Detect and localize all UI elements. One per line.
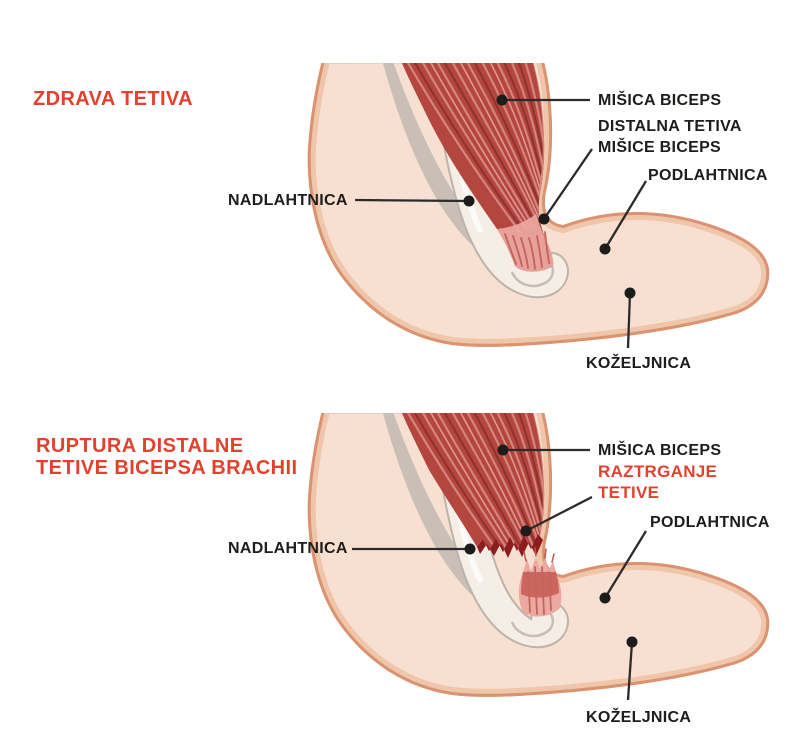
leader-forearm-ruptured <box>604 530 647 599</box>
label-distal-tendon: DISTALNA TETIVA MIŠICE BICEPS <box>598 116 742 158</box>
label-upper-arm-bone-healthy: NADLAHTNICA <box>228 192 348 209</box>
dot-rupture <box>520 525 532 537</box>
label-biceps-muscle-healthy: MIŠICA BICEPS <box>598 92 722 109</box>
label-tendon-rupture: RAZTRGANJE TETIVE <box>598 461 717 503</box>
dot-humerus-healthy <box>463 195 475 207</box>
leader-lines <box>352 98 647 701</box>
leader-radius-ruptured <box>626 641 634 701</box>
dot-radius-healthy <box>624 287 636 299</box>
label-tendon-rupture-line1: RAZTRGANJE <box>598 462 718 481</box>
label-forearm-ruptured: PODLAHTNICA <box>650 514 770 531</box>
dot-muscle-healthy <box>496 94 508 106</box>
label-forearm-healthy: PODLAHTNICA <box>648 167 768 184</box>
dot-forearm-healthy <box>599 243 611 255</box>
leader-humerus-healthy <box>354 198 470 203</box>
leader-forearm-healthy <box>604 180 647 250</box>
label-distal-tendon-line2: MIŠICE BICEPS <box>598 139 722 156</box>
label-radius-bone-healthy: KOŽELJNICA <box>586 355 692 372</box>
ruptured-section-title: RUPTURA DISTALNE TETIVE BICEPSA BRACHII <box>36 435 297 479</box>
leader-tendon-healthy <box>543 148 593 220</box>
dot-humerus-ruptured <box>464 543 476 555</box>
ruptured-section-title-line1: RUPTURA DISTALNE <box>36 435 244 457</box>
label-radius-bone-ruptured: KOŽELJNICA <box>586 709 692 726</box>
ruptured-section-title-line2: TETIVE BICEPSA BRACHII <box>36 457 298 479</box>
leader-radius-healthy <box>626 292 632 349</box>
label-tendon-rupture-line2: TETIVE <box>598 483 660 502</box>
dot-forearm-ruptured <box>599 592 611 604</box>
label-upper-arm-bone-ruptured: NADLAHTNICA <box>228 540 348 557</box>
dot-radius-ruptured <box>626 636 638 648</box>
dot-tendon-healthy <box>538 213 550 225</box>
leader-rupture <box>525 495 593 533</box>
label-biceps-muscle-ruptured: MIŠICA BICEPS <box>598 442 722 459</box>
label-distal-tendon-line1: DISTALNA TETIVA <box>598 118 742 135</box>
dot-muscle-ruptured <box>497 444 509 456</box>
healthy-section-title: ZDRAVA TETIVA <box>33 88 194 110</box>
